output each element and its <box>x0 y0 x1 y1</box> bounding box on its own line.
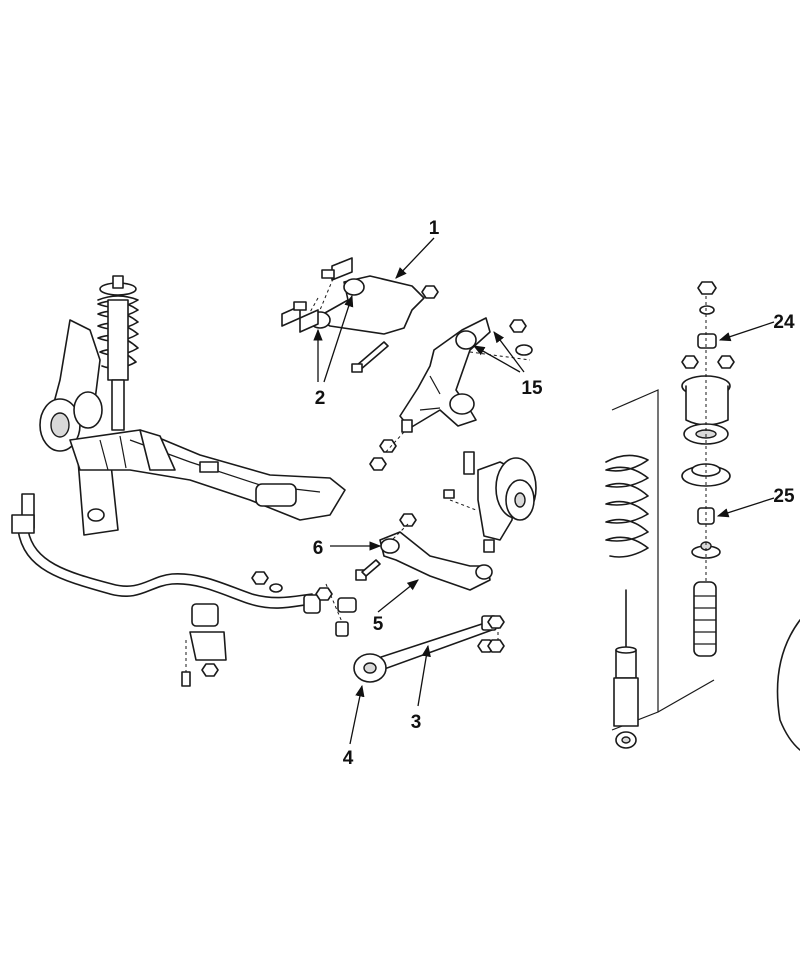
callout-6: 6 <box>313 538 324 559</box>
steering-knuckle-hub <box>443 451 537 553</box>
callout-5: 5 <box>373 614 384 635</box>
callout-25: 25 <box>773 486 795 507</box>
callout-3: 3 <box>411 712 422 733</box>
stabilizer-bar <box>11 493 357 687</box>
shock-absorber-exploded <box>605 281 800 751</box>
callout-4: 4 <box>343 748 354 769</box>
tension-rod <box>353 615 505 683</box>
callout-leaders <box>313 237 775 745</box>
callout-2: 2 <box>315 388 326 409</box>
callout-24: 24 <box>773 312 795 333</box>
lower-lateral-arm <box>355 513 493 591</box>
coil-spring <box>605 454 649 558</box>
callout-15: 15 <box>521 378 543 399</box>
lower-control-arm <box>369 317 533 471</box>
callout-1: 1 <box>429 218 440 239</box>
upper-control-arm <box>281 257 439 373</box>
callouts: 1 2 3 4 5 6 15 24 25 <box>313 218 795 769</box>
front-suspension-assembly <box>39 275 346 536</box>
